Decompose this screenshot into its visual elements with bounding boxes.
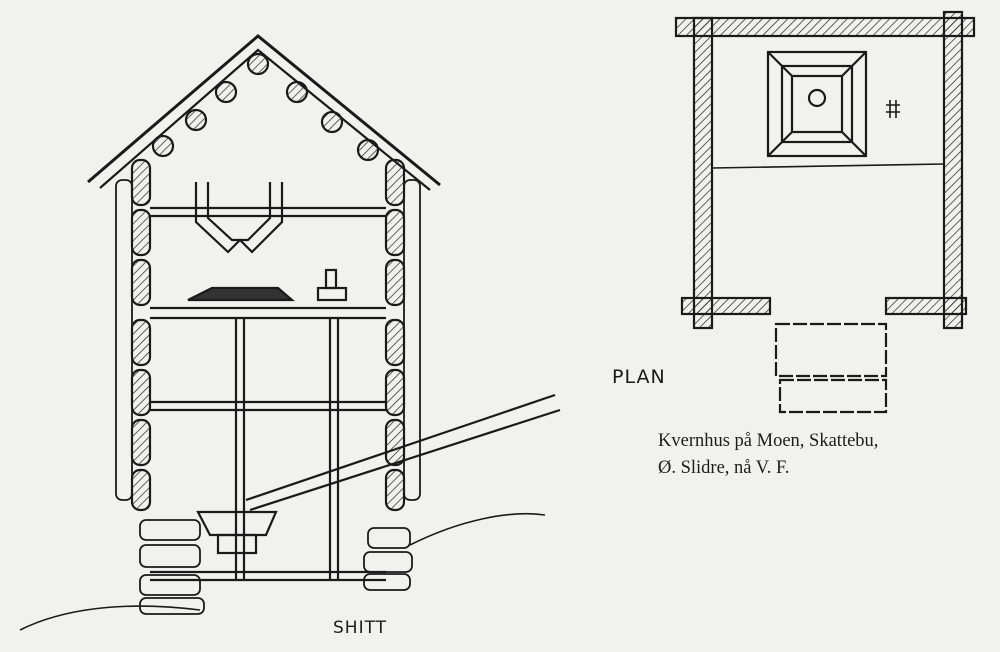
section-label: SHITT <box>333 618 388 638</box>
right-wall <box>384 158 406 512</box>
stone-foundation <box>139 519 413 615</box>
caption: Kvernhus på Moen, Skattebu, Ø. Slidre, n… <box>658 428 878 482</box>
plan-label: PLAN <box>612 366 666 388</box>
left-wall <box>130 158 152 512</box>
caption-line-2: Ø. Slidre, nå V. F. <box>658 458 790 478</box>
plan-drawing <box>674 10 976 414</box>
caption-line-1: Kvernhus på Moen, Skattebu, <box>658 431 879 451</box>
section-drawing <box>19 34 561 631</box>
roof-logs <box>151 52 380 162</box>
outer-logs <box>115 179 421 501</box>
